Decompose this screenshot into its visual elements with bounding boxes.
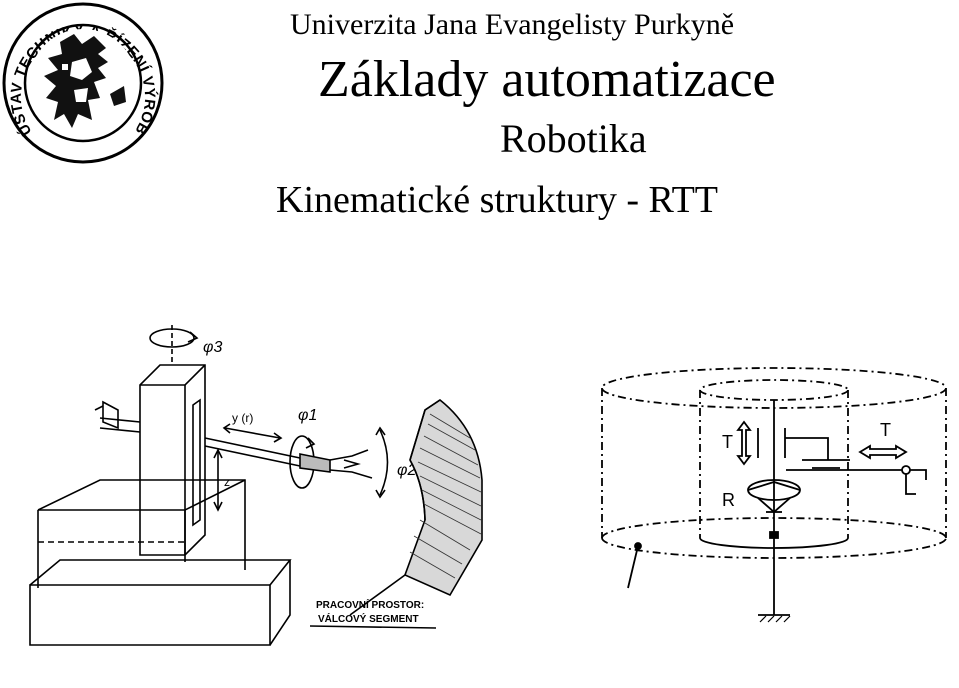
phi2-rotation-arrow [379,429,389,496]
label-phi2: φ2 [397,462,416,479]
label-y-r: y (r) [232,411,253,425]
robot-arm [94,400,301,467]
workspace-label-line1: PRACOVNÍ PROSTOR: [316,598,424,611]
robot-rtt-sketch: φ3 y (r) φ1 φ2 z [29,325,483,646]
label-t-horizontal: T [880,420,891,440]
label-phi1: φ1 [298,407,317,424]
topic-title: Robotika [500,116,647,161]
subtopic-title: Kinematické struktury - RTT [276,179,718,221]
robot-column [139,364,206,556]
workspace-label-line2: VÁLCOVÝ SEGMENT [318,612,419,625]
university-seal-logo: ÚSTAV TECHNIKY A ŘÍZENÍ VÝROBY [2,2,164,164]
label-t-vertical: T [722,432,733,452]
horizontal-prismatic-arrow [858,444,908,460]
vertical-prismatic-arrow [736,420,752,466]
phi3-rotation-arrow [149,325,199,362]
label-r: R [722,490,735,510]
label-z: z [224,475,230,489]
ground-hatch-icon [759,615,791,623]
label-phi3: φ3 [203,339,222,356]
lion-emblem-icon [29,29,137,137]
workspace-segment [349,399,483,616]
university-name: Univerzita Jana Evangelisty Purkyně [290,8,735,41]
course-title: Základy automatizace [318,51,776,108]
base-joint [769,531,779,539]
robot-gripper [299,449,373,479]
kinematic-schematic: R T T [601,367,947,623]
robot-base [29,479,292,646]
